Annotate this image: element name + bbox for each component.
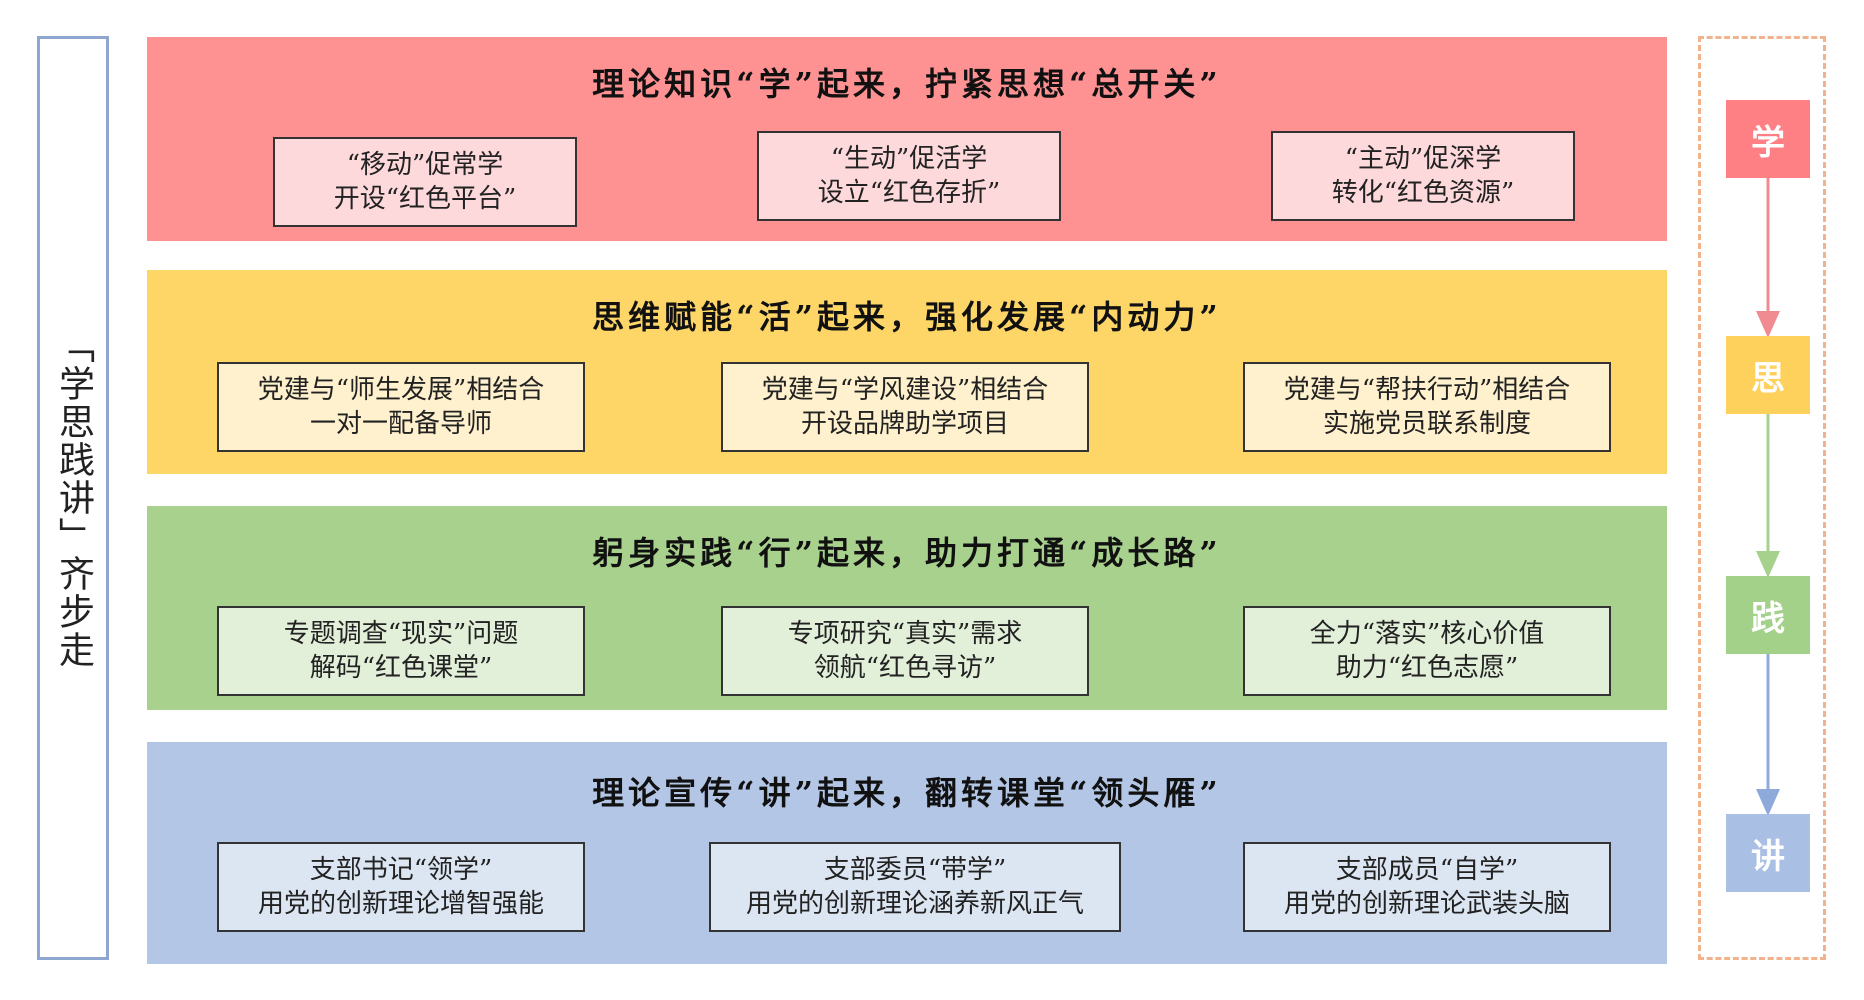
box-line: 一对一配备导师 <box>309 409 492 439</box>
box-line: 开设“红色平台” <box>333 184 517 214</box>
box-think-2: 党建与“学风建设”相结合 开设品牌助学项目 <box>721 362 1089 452</box>
box-line: 用党的创新理论增智强能 <box>257 889 544 919</box>
box-line: 支部成员“自学” <box>1335 855 1519 885</box>
flow-step-think: 思 <box>1726 336 1810 414</box>
box-line: 解码“红色课堂” <box>309 653 493 683</box>
band-lecture: 理论宣传“讲”起来，翻转课堂“领头雁” 支部书记“领学” 用党的创新理论增智强能… <box>147 742 1667 964</box>
box-line: “移动”促常学 <box>346 150 504 180</box>
box-line: 专题调查“现实”问题 <box>283 619 519 649</box>
box-think-1: 党建与“师生发展”相结合 一对一配备导师 <box>217 362 585 452</box>
side-title: 「学思践讲」齐步走 <box>53 327 94 669</box>
box-line: 实施党员联系制度 <box>1322 409 1531 439</box>
box-line: 领航“红色寻访” <box>813 653 997 683</box>
box-line: 用党的创新理论武装头脑 <box>1283 889 1570 919</box>
band-title-study: 理论知识“学”起来，拧紧思想“总开关” <box>592 65 1222 103</box>
flow-panel <box>1698 36 1826 960</box>
box-lecture-3: 支部成员“自学” 用党的创新理论武装头脑 <box>1243 842 1611 932</box>
box-practice-3: 全力“落实”核心价值 助力“红色志愿” <box>1243 606 1611 696</box>
box-think-3: 党建与“帮扶行动”相结合 实施党员联系制度 <box>1243 362 1611 452</box>
box-practice-2: 专项研究“真实”需求 领航“红色寻访” <box>721 606 1089 696</box>
box-lecture-2: 支部委员“带学” 用党的创新理论涵养新风正气 <box>709 842 1121 932</box>
flow-step-study: 学 <box>1726 100 1810 178</box>
band-title-practice: 躬身实践“行”起来，助力打通“成长路” <box>592 534 1222 572</box>
box-line: 党建与“帮扶行动”相结合 <box>1283 375 1571 405</box>
box-line: 全力“落实”核心价值 <box>1309 619 1545 649</box>
side-title-frame: 「学思践讲」齐步走 <box>37 36 109 960</box>
box-study-2: “生动”促活学 设立“红色存折” <box>757 131 1061 221</box>
box-line: 专项研究“真实”需求 <box>787 619 1023 649</box>
box-line: 支部书记“领学” <box>309 855 493 885</box>
box-line: “主动”促深学 <box>1344 144 1502 174</box>
box-study-1: “移动”促常学 开设“红色平台” <box>273 137 577 227</box>
box-line: 助力“红色志愿” <box>1335 653 1519 683</box>
band-title-think: 思维赋能“活”起来，强化发展“内动力” <box>592 298 1222 336</box>
band-practice: 躬身实践“行”起来，助力打通“成长路” 专题调查“现实”问题 解码“红色课堂” … <box>147 506 1667 710</box>
box-line: “生动”促活学 <box>830 144 988 174</box>
box-line: 设立“红色存折” <box>817 178 1001 208</box>
box-line: 支部委员“带学” <box>823 855 1007 885</box>
box-line: 党建与“学风建设”相结合 <box>761 375 1049 405</box>
box-line: 用党的创新理论涵养新风正气 <box>745 889 1084 919</box>
box-practice-1: 专题调查“现实”问题 解码“红色课堂” <box>217 606 585 696</box>
flow-step-practice: 践 <box>1726 576 1810 654</box>
box-line: 开设品牌助学项目 <box>800 409 1009 439</box>
band-title-lecture: 理论宣传“讲”起来，翻转课堂“领头雁” <box>592 774 1222 812</box>
band-study: 理论知识“学”起来，拧紧思想“总开关” “移动”促常学 开设“红色平台” “生动… <box>147 37 1667 241</box>
band-think: 思维赋能“活”起来，强化发展“内动力” 党建与“师生发展”相结合 一对一配备导师… <box>147 270 1667 474</box>
box-lecture-1: 支部书记“领学” 用党的创新理论增智强能 <box>217 842 585 932</box>
flow-step-lecture: 讲 <box>1726 814 1810 892</box>
box-line: 党建与“师生发展”相结合 <box>257 375 545 405</box>
box-study-3: “主动”促深学 转化“红色资源” <box>1271 131 1575 221</box>
box-line: 转化“红色资源” <box>1331 178 1515 208</box>
